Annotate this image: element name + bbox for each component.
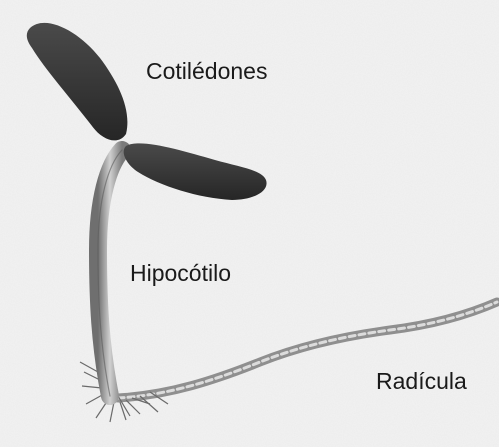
- label-radicula: Radícula: [376, 370, 467, 393]
- label-hipocotilo: Hipocótilo: [130, 262, 231, 285]
- label-cotiledones: Cotilédones: [146, 60, 267, 83]
